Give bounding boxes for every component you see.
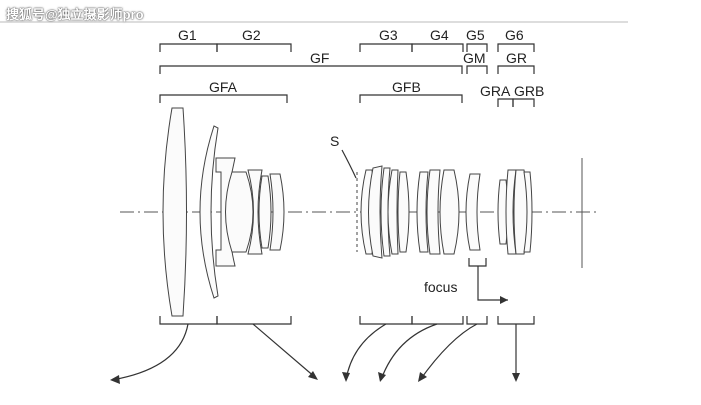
lens-g2-element-3 — [247, 169, 263, 255]
lens-g4-element-2 — [426, 169, 441, 255]
stop-leader — [341, 149, 357, 179]
lens-g3-element-5 — [397, 171, 410, 253]
movement-arrow-g2 — [252, 323, 317, 379]
bracket-gm — [466, 65, 488, 74]
lens-g1-element-1 — [162, 107, 187, 317]
label-g3: G3 — [379, 27, 398, 43]
bottom-bracket-g2 — [216, 316, 292, 325]
bracket-gra — [497, 98, 514, 107]
label-g1: G1 — [178, 27, 197, 43]
label-gr: GR — [506, 50, 527, 66]
label-gfa: GFA — [209, 79, 238, 95]
focus-arrow — [477, 266, 508, 301]
bracket-g1 — [159, 43, 218, 52]
focus-bracket — [468, 258, 487, 267]
bracket-gfb — [359, 94, 463, 103]
bracket-gf — [159, 65, 463, 74]
bracket-g6 — [497, 43, 535, 52]
lens-g2-element-4 — [258, 175, 272, 249]
lens-g3-element-2 — [368, 165, 383, 259]
bottom-bracket-g5 — [466, 316, 488, 325]
focus-arrow-head — [500, 296, 508, 304]
label-g2: G2 — [242, 27, 261, 43]
bracket-g2 — [216, 43, 292, 52]
label-g6: G6 — [505, 27, 524, 43]
lens-g2-element-2 — [225, 171, 254, 253]
label-gra: GRA — [480, 83, 511, 99]
label-gm: GM — [463, 50, 486, 66]
movement-arrow-g1-head — [110, 375, 120, 384]
movement-arrow-g5-head — [418, 372, 427, 382]
lens-g2-element-5 — [269, 173, 285, 251]
movement-arrow-g6-head — [512, 373, 520, 382]
movement-arrow-g3-head — [342, 372, 350, 382]
label-focus: focus — [424, 279, 457, 295]
movement-arrow-g4-head — [378, 372, 386, 382]
bottom-bracket-g1 — [159, 316, 218, 325]
bottom-bracket-g4 — [411, 316, 464, 325]
label-gf: GF — [310, 50, 329, 66]
bracket-g5 — [466, 43, 488, 52]
lens-g5-element — [465, 173, 481, 251]
bracket-g4 — [411, 43, 464, 52]
lens-g4-element-1 — [416, 171, 429, 253]
lens-g1-element-2 — [199, 125, 219, 299]
movement-arrow-g3 — [345, 323, 387, 381]
label-gfb: GFB — [392, 79, 421, 95]
bottom-bracket-g3 — [359, 316, 413, 325]
movement-arrow-g2-head — [308, 371, 318, 380]
bottom-bracket-g6 — [497, 316, 535, 325]
label-g4: G4 — [430, 27, 449, 43]
label-grb: GRB — [514, 83, 544, 99]
watermark-text: 搜狐号@独立摄影师pro — [6, 7, 144, 22]
label-g5: G5 — [466, 27, 485, 43]
movement-arrow-g1 — [111, 323, 189, 381]
bracket-g3 — [359, 43, 413, 52]
bracket-gr — [497, 65, 535, 74]
label-stop: S — [330, 133, 339, 149]
bracket-grb — [512, 98, 535, 107]
movement-arrow-g5 — [419, 323, 478, 381]
lens-g3-element-4 — [387, 169, 399, 255]
movement-arrow-g4 — [380, 323, 438, 381]
lens-g6-element-4 — [523, 171, 533, 253]
bracket-gfa — [159, 94, 288, 103]
lens-g4-element-3 — [439, 169, 460, 255]
lens-g3-element-3 — [380, 167, 391, 257]
